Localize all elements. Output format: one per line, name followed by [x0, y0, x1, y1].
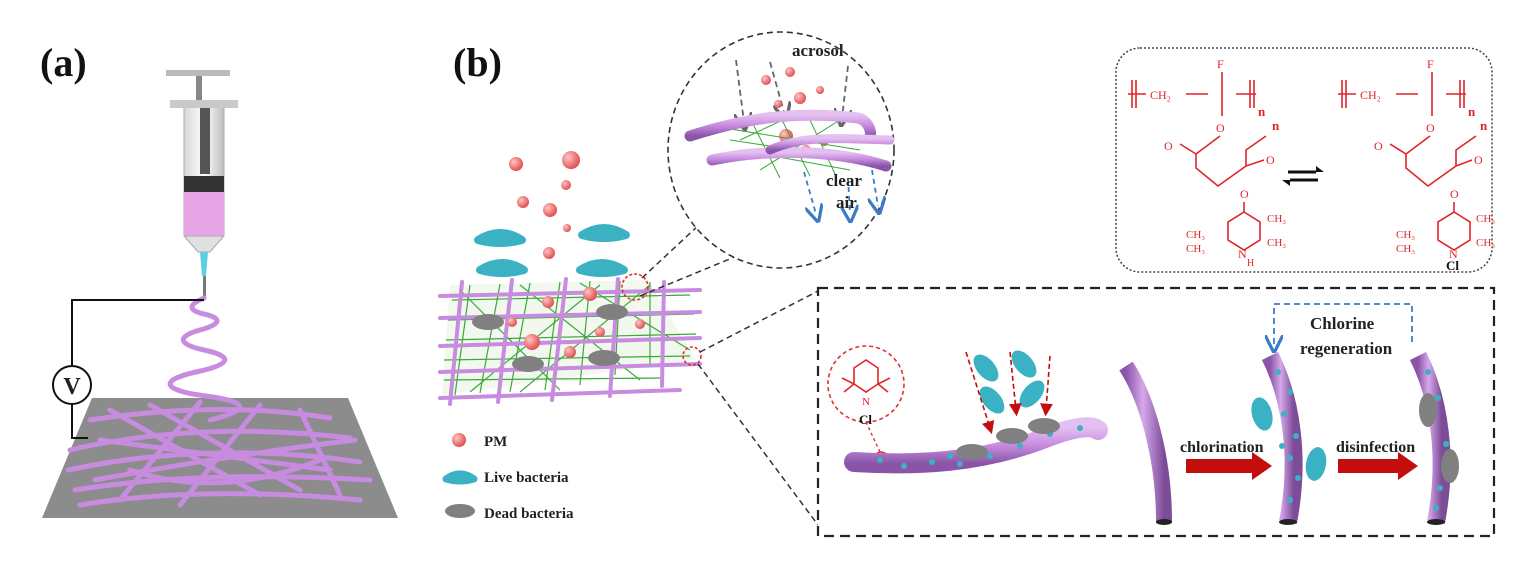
- approaching-bacterium-1: [1251, 397, 1273, 431]
- deposited-fiber-mat: [65, 399, 373, 508]
- n-chloramine-inset: [827, 345, 905, 423]
- circuit-wire-top: [71, 299, 204, 365]
- chlorinated-n-halamine-structure: CH₂ F n O O O n O CH₃ CH₃ CH₃ CH₃ N Cl: [1338, 57, 1495, 273]
- inset-nitrogen-label: N: [862, 396, 870, 408]
- disinfection-arrow-icon: [1398, 452, 1418, 480]
- zoom-leader-4: [697, 363, 819, 526]
- unmodified-fiber: [1119, 361, 1172, 523]
- chlorination-arrow-icon: [1252, 452, 1272, 480]
- plunger-cap: [166, 70, 230, 76]
- ch3-label-right-3: CH₃: [1396, 229, 1415, 241]
- electrospinning-apparatus: V: [42, 70, 398, 518]
- oxygen-label-right-2: O: [1374, 139, 1383, 153]
- oxygen-label-right-3: O: [1474, 153, 1483, 167]
- ch3-label-left-4: CH₃: [1186, 243, 1205, 255]
- zoom-fiber-bottom: [706, 146, 892, 172]
- nitrogen-label-right: N: [1449, 247, 1458, 261]
- regeneration-loop-arrow: [1274, 303, 1413, 344]
- oxygen-label-left-1: O: [1216, 121, 1225, 135]
- ch3-label-right-4: CH₃: [1396, 243, 1415, 255]
- regeneration-label-line1: Chlorine: [1310, 314, 1375, 333]
- approaching-bacterium-2: [1305, 447, 1327, 481]
- dead-bacteria-on-membrane: [472, 304, 628, 372]
- airborne-live-bacteria: [474, 224, 630, 277]
- chlorinated-fiber-sites: [1275, 369, 1301, 503]
- plunger-seal: [184, 176, 224, 192]
- antibacterial-process-box: N Cl chl: [816, 286, 1496, 538]
- trapped-pm: [507, 287, 645, 358]
- ch2-label-right: CH₂: [1360, 88, 1381, 102]
- legend-dead-label: Dead bacteria: [484, 506, 574, 522]
- fluorine-label-left: F: [1217, 57, 1224, 71]
- aerosol-zoom-view: acrosol clear air: [667, 31, 895, 269]
- airborne-pm: [509, 151, 580, 259]
- needle: [203, 276, 206, 298]
- legend-live-bacteria-icon: [442, 470, 478, 485]
- fiber-jet-spiral: [167, 295, 242, 423]
- ch2-label-left: CH₂: [1150, 88, 1171, 102]
- polymer-solution: [184, 192, 224, 236]
- equilibrium-arrows-icon: [1282, 166, 1324, 186]
- chlorine-sites: [877, 425, 1083, 469]
- legend-live-label: Live bacteria: [484, 470, 569, 486]
- voltage-source-icon: [52, 365, 92, 405]
- zoom-fiber-middle: [765, 134, 895, 155]
- oxygen-label-right-4: O: [1450, 187, 1459, 201]
- zoom-spot-top: [621, 273, 649, 301]
- legend-pm-label: PM: [484, 434, 507, 450]
- legend-dead-bacteria-icon: [445, 504, 475, 518]
- oxygen-label-left-4: O: [1240, 187, 1249, 201]
- killed-bacterium-2: [1441, 449, 1459, 483]
- zoom-leader-1: [641, 181, 746, 279]
- zoom-fiber-top: [684, 109, 876, 142]
- incoming-live-bacteria: [973, 350, 1045, 414]
- hydrogen-label-left: H: [1247, 258, 1254, 269]
- legend: PM Live bacteria Dead bacteria: [442, 433, 574, 522]
- air-label: air: [836, 193, 857, 212]
- regeneration-label-line2: regeneration: [1300, 339, 1393, 358]
- voltage-symbol: V: [63, 374, 81, 400]
- filter-membrane: [438, 277, 702, 406]
- n-subscript-left: n: [1258, 104, 1266, 119]
- ch3-label-left-2: CH₃: [1267, 237, 1286, 249]
- n-subscript-right: n: [1468, 104, 1476, 119]
- ch3-label-right-1: CH₃: [1476, 213, 1495, 225]
- clear-label: clear: [826, 171, 862, 190]
- dead-bacteria-on-fiber: [956, 418, 1060, 460]
- legend-pm-icon: [452, 433, 466, 447]
- oxygen-label-right-1: O: [1426, 121, 1435, 135]
- panel-a-label: (a): [40, 40, 87, 85]
- zoom-spot-right: [682, 346, 702, 366]
- n-halamine-precursor-structure: CH₂ F n O O O n O CH₃ CH₃ CH₃ CH₃ N H: [1128, 57, 1286, 269]
- disinfection-label: disinfection: [1336, 439, 1415, 456]
- chlorination-label: chlorination: [1180, 439, 1264, 456]
- oxygen-label-left-3: O: [1266, 153, 1275, 167]
- panel-b-label: (b): [453, 40, 502, 85]
- remaining-sites: [1425, 369, 1449, 511]
- ch3-label-left-3: CH₃: [1186, 229, 1205, 241]
- n-subscript-right-2: n: [1480, 118, 1488, 133]
- ch3-label-left-1: CH₃: [1267, 213, 1286, 225]
- nitrogen-label-left: N: [1238, 247, 1247, 261]
- aerosol-label: acrosol: [792, 41, 844, 60]
- membrane-fibers: [438, 277, 702, 406]
- syringe-flange: [170, 100, 238, 108]
- ch3-label-right-2: CH₃: [1476, 237, 1495, 249]
- chlorine-label-right: Cl: [1446, 258, 1459, 273]
- inset-chlorine-label: Cl: [859, 412, 872, 427]
- killed-bacterium-1: [1419, 393, 1437, 427]
- needle-hub: [200, 252, 208, 276]
- chemical-structure-box: CH₂ F n O O O n O CH₃ CH₃ CH₃ CH₃ N H: [1115, 47, 1495, 273]
- plunger-shaft: [200, 104, 210, 174]
- oxygen-label-left-2: O: [1164, 139, 1173, 153]
- zoom-leader-3: [699, 289, 821, 353]
- n-subscript-left-2: n: [1272, 118, 1280, 133]
- syringe-tip: [182, 235, 226, 253]
- circuit-wire-bottom: [71, 405, 88, 439]
- plunger-rod: [196, 76, 202, 106]
- fluorine-label-right: F: [1427, 57, 1434, 71]
